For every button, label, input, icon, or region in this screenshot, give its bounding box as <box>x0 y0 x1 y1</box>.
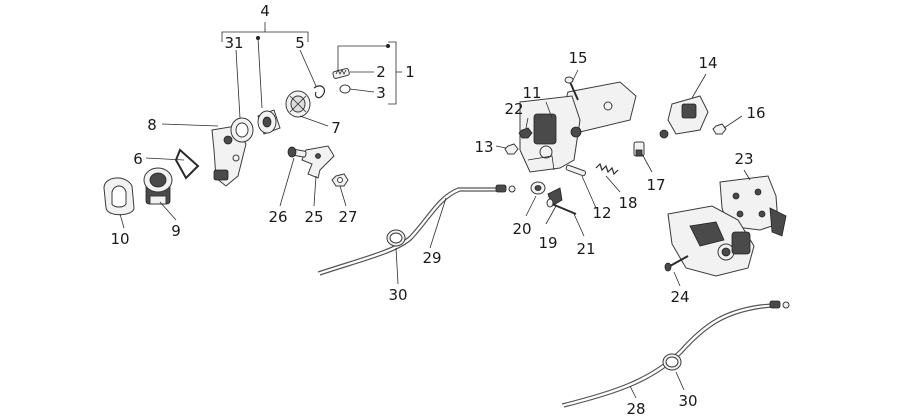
callout-25: 25 <box>304 208 323 226</box>
cable-28 <box>561 300 790 408</box>
nut-27 <box>331 173 349 187</box>
nut-13 <box>504 143 519 155</box>
callout-13: 13 <box>474 138 493 156</box>
callout-7: 7 <box>331 119 341 137</box>
cable-29 <box>317 184 516 276</box>
mounting-plate <box>519 81 637 173</box>
callout-23: 23 <box>734 150 753 168</box>
callout-8: 8 <box>147 116 157 134</box>
spring-5 <box>313 85 326 99</box>
screw-16 <box>712 123 727 135</box>
actuator-14 <box>659 95 709 139</box>
rotor-7 <box>285 90 311 118</box>
washer-31 <box>230 117 254 143</box>
connector-17 <box>633 141 645 157</box>
wire-spring-6 <box>174 148 200 180</box>
callout-29: 29 <box>422 249 441 267</box>
callout-6: 6 <box>133 150 143 168</box>
callout-11: 11 <box>522 84 541 102</box>
callout-30-upper: 30 <box>388 286 407 304</box>
washer-20 <box>530 181 546 195</box>
pin-12 <box>565 164 587 177</box>
callout-5: 5 <box>295 34 305 52</box>
callout-12: 12 <box>592 204 611 222</box>
spring-18 <box>595 162 619 176</box>
callout-1: 1 <box>405 63 415 81</box>
striker-plate-23 <box>719 175 787 237</box>
lock-cover-10 <box>103 177 135 216</box>
callout-26: 26 <box>268 208 287 226</box>
callout-labels: 4 31 5 2 1 3 8 7 6 10 9 26 25 27 29 30 1… <box>110 2 765 417</box>
callout-18: 18 <box>618 194 637 212</box>
latch-housing <box>667 205 755 277</box>
callout-20: 20 <box>512 220 531 238</box>
callout-28: 28 <box>626 400 645 417</box>
callout-15: 15 <box>568 49 587 67</box>
cable-clip-30-upper <box>386 229 406 247</box>
spring-plunger-2 <box>332 67 350 79</box>
callout-30-lower: 30 <box>678 392 697 410</box>
callout-27: 27 <box>338 208 357 226</box>
callout-19: 19 <box>538 234 557 252</box>
callout-10: 10 <box>110 230 129 248</box>
lock-barrel <box>257 109 281 135</box>
nut-22 <box>518 127 533 139</box>
bolt-26 <box>287 146 307 158</box>
callout-17: 17 <box>646 176 665 194</box>
callout-31: 31 <box>224 34 243 52</box>
callout-3: 3 <box>376 84 386 102</box>
callout-9: 9 <box>171 222 181 240</box>
lever-25 <box>301 145 335 179</box>
callout-22: 22 <box>504 100 523 118</box>
o-ring-3 <box>339 84 351 94</box>
callout-24: 24 <box>670 288 689 306</box>
bolt-15 <box>564 76 579 101</box>
bolt-21 <box>546 198 577 215</box>
cable-clip-30-lower <box>662 353 682 371</box>
callout-2: 2 <box>376 63 386 81</box>
callout-21: 21 <box>576 240 595 258</box>
leader-lines <box>119 22 751 399</box>
callout-16: 16 <box>746 104 765 122</box>
bolt-24 <box>664 255 689 272</box>
callout-4: 4 <box>260 2 270 20</box>
callout-14: 14 <box>698 54 717 72</box>
lock-housing-9 <box>143 167 173 205</box>
